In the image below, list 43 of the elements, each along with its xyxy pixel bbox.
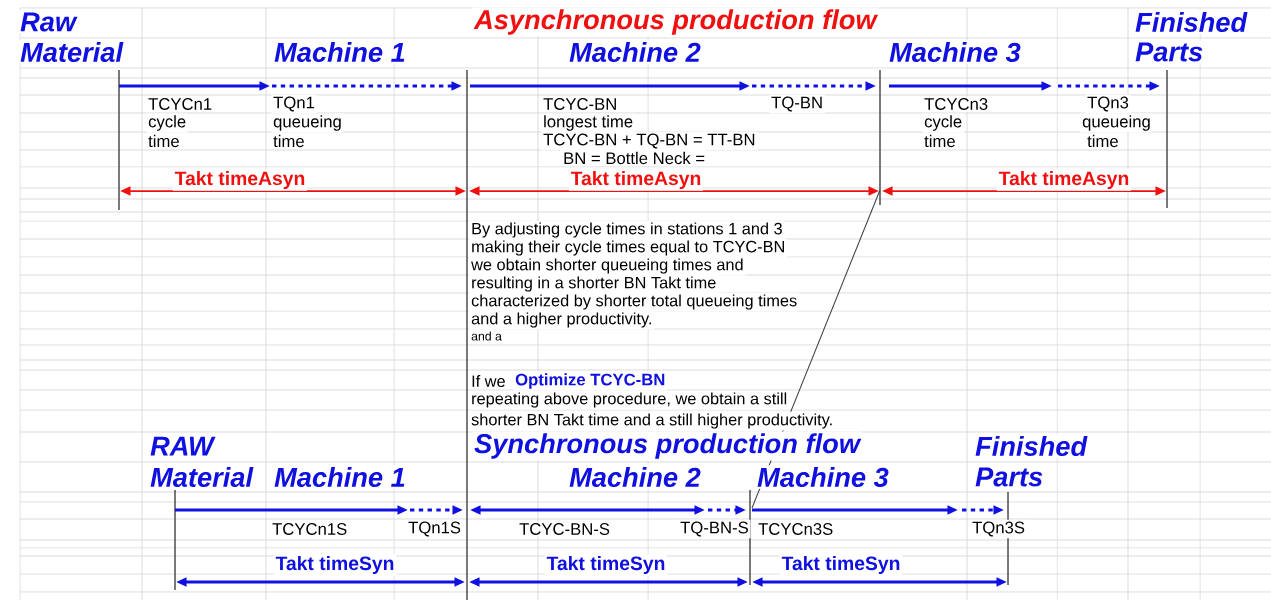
cell-text: TCYC-BN (541, 96, 620, 112)
dimension-label: Takt timeAsyn (172, 169, 308, 191)
cell-text: TCYCn3 (922, 96, 990, 112)
cell-text: time (146, 133, 182, 149)
cell-text: TCYC-BN-S (517, 521, 612, 537)
heading: Parts (973, 465, 1045, 489)
heading: Machine 1 (272, 40, 408, 64)
heading: Machine 1 (272, 465, 408, 489)
heading: Finished (1133, 10, 1249, 34)
dimension-label: Takt timeSyn (779, 554, 903, 576)
cell-text: TCYCn1S (270, 521, 349, 537)
heading: Asynchronous production flow (472, 7, 879, 37)
note-text: and a (469, 329, 504, 343)
dimension-label: Takt timeAsyn (996, 169, 1132, 191)
cell-text: TCYCn1 (146, 96, 214, 112)
cell-text: queueing (271, 113, 344, 133)
heading: Finished (973, 434, 1089, 458)
heading: Synchronous production flow (472, 431, 862, 461)
cell-text: time (922, 133, 958, 149)
note-text: If we (469, 373, 508, 389)
note-text: shorter BN Takt time and a still higher productivity. (469, 411, 835, 431)
cell-text: time (271, 133, 307, 149)
heading: Machine 3 (755, 465, 891, 489)
cell-text: queueing (1080, 113, 1153, 133)
heading: RAW (148, 434, 216, 458)
dimension-label: Takt timeAsyn (568, 169, 704, 191)
heading: Material (18, 40, 125, 64)
heading: Machine 3 (887, 40, 1023, 64)
cell-text: longest time (541, 113, 635, 133)
cell-text: TCYCn3S (756, 521, 835, 537)
heading: Parts (1133, 40, 1205, 64)
highlighted-text: Optimize TCYC-BN (513, 371, 668, 391)
cell-text: time (1085, 133, 1121, 149)
heading: Machine 2 (567, 40, 703, 64)
dimension-label: Takt timeSyn (544, 554, 668, 576)
heading: Raw (18, 10, 78, 34)
note-text: By adjusting cycle times in stations 1 and 3 (469, 220, 785, 240)
cell-text: BN = Bottle Neck = (561, 150, 707, 166)
heading: Material (148, 465, 255, 489)
cell-text: cycle (922, 113, 964, 133)
dimension-label: Takt timeSyn (273, 554, 397, 576)
heading: Machine 2 (567, 465, 703, 489)
cell-text: cycle (146, 113, 188, 133)
